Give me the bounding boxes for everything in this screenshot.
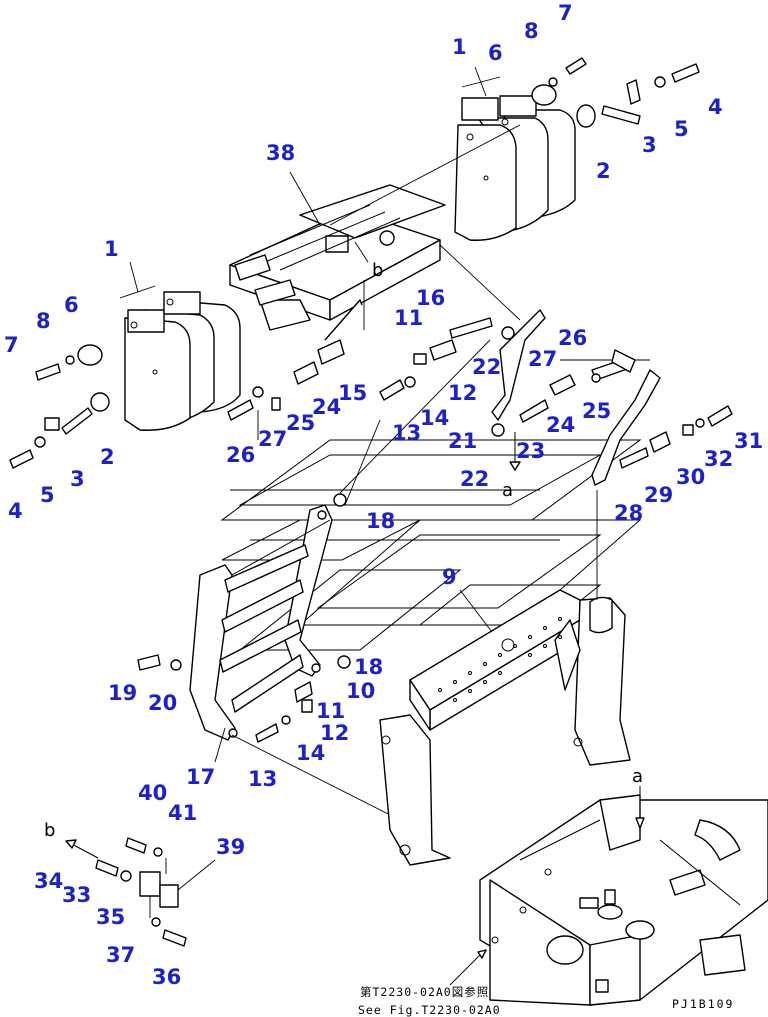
callout-label: 8 [36,309,51,333]
ladder-bracket-17 [137,339,491,821]
callout-label: 27 [528,347,557,371]
callout-label: 15 [338,381,367,405]
callout-label: 2 [596,159,611,183]
main-frame-9 [379,490,631,866]
callout-label: 7 [4,333,19,357]
callout-label: 32 [704,447,733,471]
callout-label: 11 [316,699,345,723]
callout-label: 5 [40,483,55,507]
callout-label: 1 [104,237,119,261]
counterweight-left [9,261,241,469]
reference-note-jp: 第T2230-02A0図参照 [360,985,489,999]
callout-label: 8 [524,19,539,43]
callout-label: 24 [546,413,575,437]
bracket-frame-38 [229,124,521,331]
reference-letters: b a a b [44,260,643,841]
callout-label: 25 [286,411,315,435]
callout-label: 18 [366,509,395,533]
callout-label: 6 [64,293,79,317]
callout-label: 4 [708,95,723,119]
callout-label: 5 [674,117,689,141]
frame-holes [438,617,562,702]
callout-label: 26 [558,326,587,350]
callout-label: 12 [320,721,349,745]
callout-label: 7 [558,1,573,25]
callout-label: 40 [138,781,167,805]
callout-label: 1 [452,35,467,59]
callout-label: 16 [416,286,445,310]
callout-label: 6 [488,41,503,65]
callout-label: 11 [394,306,423,330]
callout-label: 17 [186,765,215,789]
ref-letter-a: a [502,480,513,501]
callout-label: 9 [442,565,457,589]
callout-label: 26 [226,443,255,467]
callout-label: 22 [460,467,489,491]
figure-notes: 第T2230-02A0図参照 See Fig.T2230-02A0 PJ1B10… [358,985,734,1017]
callout-label: 25 [582,399,611,423]
callout-label: 28 [614,501,643,525]
callout-label: 10 [346,679,375,703]
counterweight-right [454,57,700,241]
callout-label: 4 [8,499,23,523]
callout-label: 38 [266,141,295,165]
callout-label: 20 [148,691,177,715]
callout-label: 13 [248,767,277,791]
callout-label: 3 [70,467,85,491]
callout-label: 37 [106,943,135,967]
callout-label: 41 [168,801,197,825]
drawing-code: PJ1B109 [672,997,734,1011]
reference-note-en: See Fig.T2230-02A0 [358,1003,501,1017]
callout-label: 2 [100,445,115,469]
callout-label: 23 [516,439,545,463]
callout-label: 3 [642,133,657,157]
callout-label: 30 [676,465,705,489]
ref-letter-a-frame: a [632,766,643,787]
callout-label: 18 [354,655,383,679]
part-number-callouts: 1 6 8 7 4 5 3 2 38 1 6 8 7 2 3 4 5 16 11… [4,1,763,989]
callout-label: 13 [392,421,421,445]
detail-b-hardware [65,837,216,947]
ref-letter-b-detail: b [44,820,55,841]
callout-label: 34 [34,869,63,893]
callout-label: 35 [96,905,125,929]
link-assembly [227,280,733,486]
callout-label: 19 [108,681,137,705]
callout-label: 14 [296,741,325,765]
callout-label: 29 [644,483,673,507]
callout-label: 36 [152,965,181,989]
callout-label: 33 [62,883,91,907]
callout-label: 27 [258,427,287,451]
callout-label: 14 [420,406,449,430]
callout-label: 31 [734,429,763,453]
callout-label: 21 [448,429,477,453]
callout-label: 12 [448,381,477,405]
callout-label: 22 [472,355,501,379]
callout-label: 39 [216,835,245,859]
base-frame [449,786,768,1006]
ref-letter-b: b [372,260,383,281]
callout-label: 24 [312,395,341,419]
